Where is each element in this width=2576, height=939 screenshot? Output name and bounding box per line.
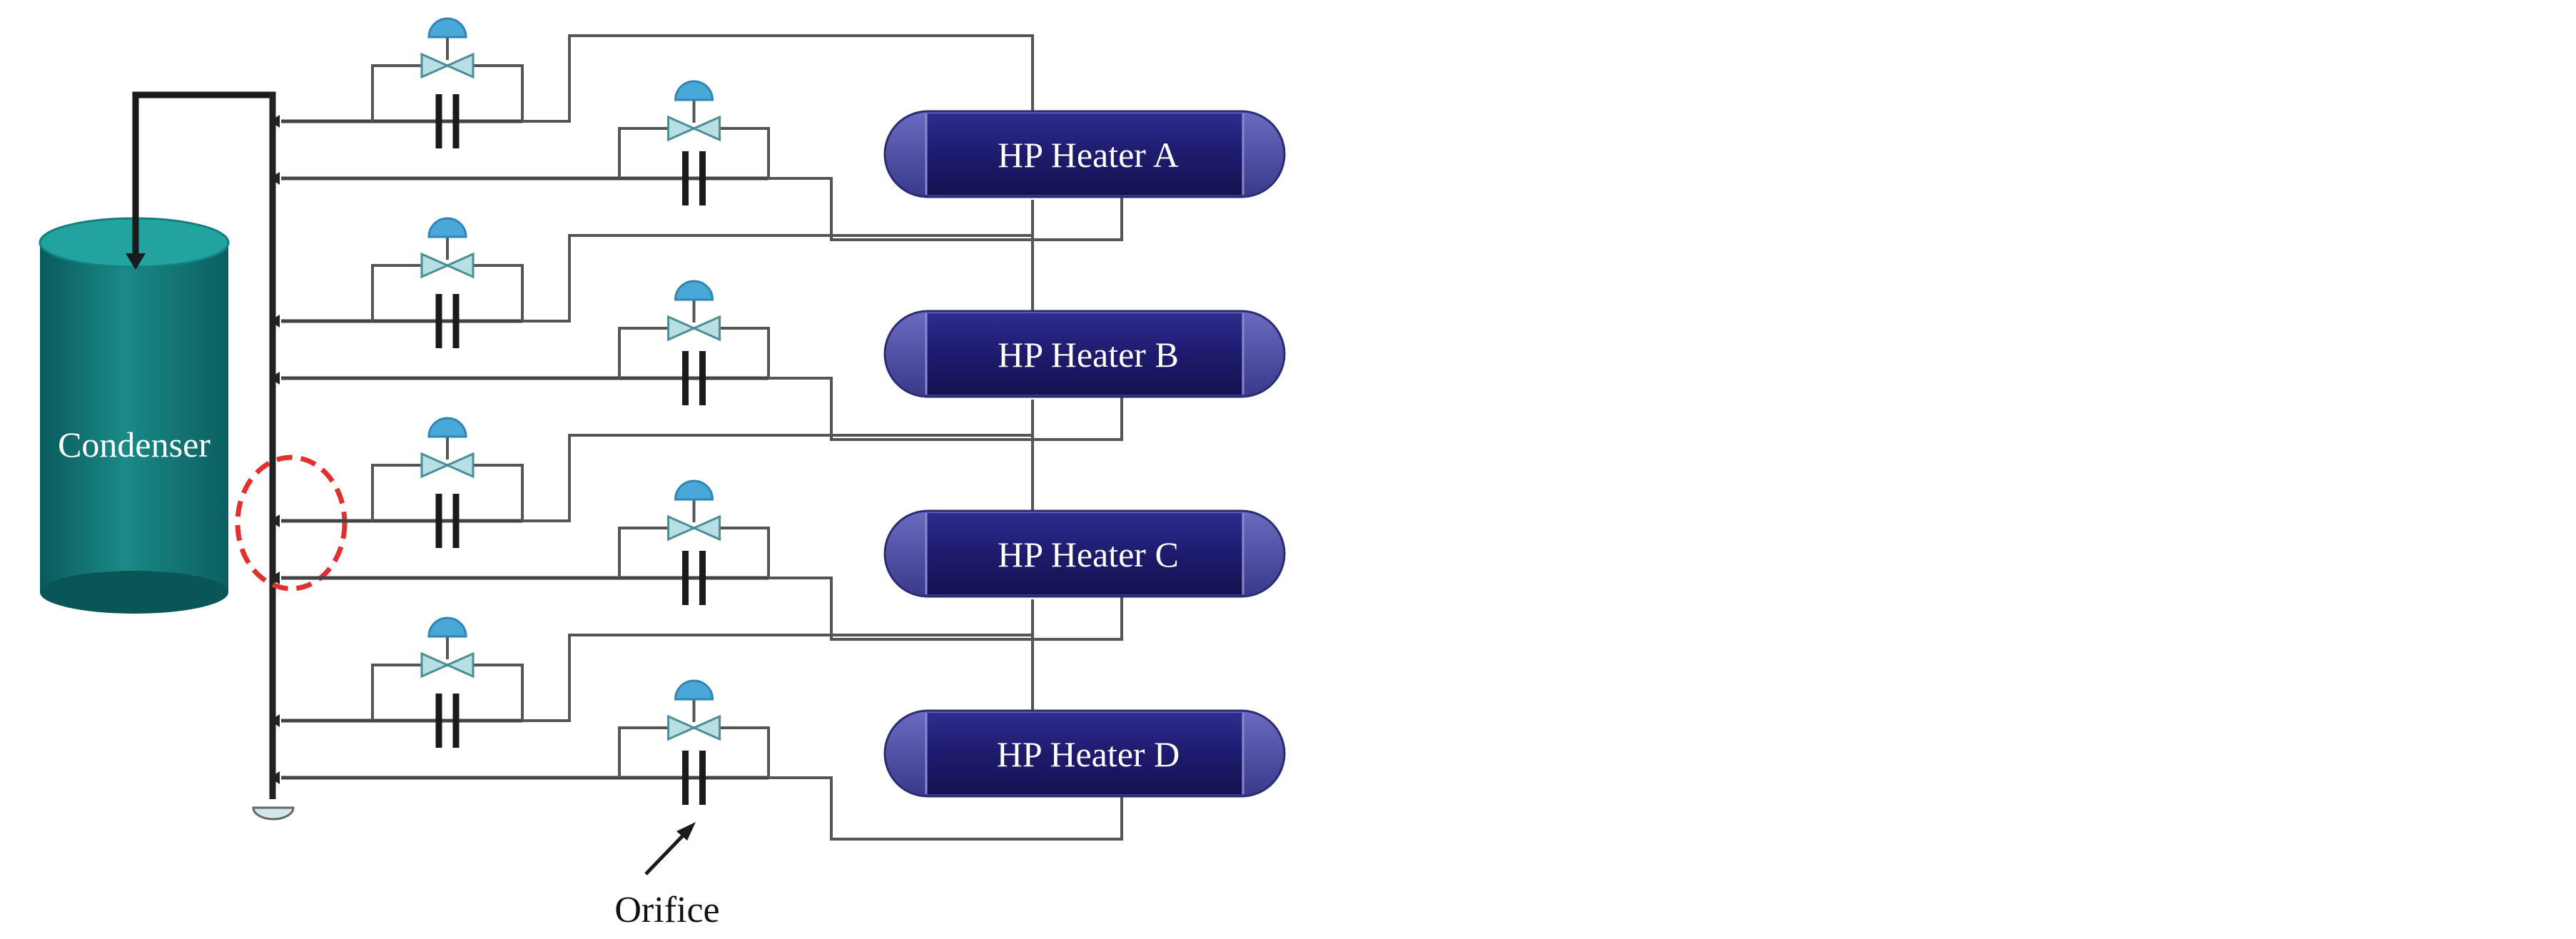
valve-actuator — [427, 417, 467, 438]
upper-connection-pipe — [522, 234, 1034, 323]
bypass-loop — [371, 264, 524, 321]
heater-body — [926, 513, 1243, 594]
valve-body-left — [420, 651, 450, 679]
heater-body — [926, 113, 1243, 195]
condenser-bottom — [40, 571, 228, 614]
lower-connection-pipe — [769, 377, 1123, 441]
heater-drain-group: HP Heater A — [270, 17, 1286, 241]
valve-body-right — [445, 452, 475, 479]
valve-body-right — [691, 714, 721, 741]
valve-actuator — [427, 17, 467, 39]
valve-body-right — [445, 252, 475, 279]
valve-body-left — [420, 52, 450, 79]
arrow-icon — [270, 771, 280, 784]
arrow-icon — [270, 372, 280, 385]
lower-connection-pipe — [769, 577, 1123, 641]
valve-body-right — [691, 315, 721, 342]
condenser-label: Condenser — [58, 425, 211, 465]
control-valve-icon — [420, 217, 475, 279]
arrow-icon — [270, 714, 280, 727]
highlight-circle — [235, 455, 348, 592]
valve-body-right — [691, 115, 721, 142]
valve-actuator — [427, 616, 467, 638]
control-valve-icon — [667, 280, 721, 342]
orifice-plate-icon — [682, 751, 706, 805]
heater-label: HP Heater A — [998, 135, 1179, 175]
bypass-loop — [618, 726, 770, 778]
lower-connection-pipe — [769, 177, 1123, 241]
control-valve-icon — [667, 679, 721, 741]
valve-actuator — [674, 280, 714, 301]
heater-body — [926, 313, 1243, 395]
valve-body-left — [667, 514, 697, 542]
valve-body-left — [667, 315, 697, 342]
orifice-plate-icon — [435, 294, 460, 348]
valve-actuator — [674, 679, 714, 701]
hp-heater: HP Heater B — [883, 310, 1286, 398]
header-drain-cap — [252, 806, 295, 821]
orifice-label: Orifice — [614, 890, 719, 930]
arrow-icon — [270, 572, 280, 584]
valve-body-right — [691, 514, 721, 542]
orifice-plate-icon — [435, 494, 460, 548]
valve-body-left — [667, 714, 697, 741]
control-valve-icon — [420, 417, 475, 479]
orifice-plate-icon — [435, 694, 460, 748]
lower-connection-pipe — [769, 776, 1123, 841]
control-valve-icon — [667, 80, 721, 142]
valve-body-left — [667, 115, 697, 142]
valve-body-right — [445, 52, 475, 79]
bypass-loop — [618, 527, 770, 578]
valve-body-right — [445, 651, 475, 679]
heater-body — [926, 713, 1243, 794]
orifice-plate-icon — [435, 94, 460, 148]
hp-heater: HP Heater A — [883, 110, 1286, 198]
heater-label: HP Heater D — [997, 734, 1180, 774]
valve-actuator — [674, 479, 714, 501]
bypass-loop — [371, 464, 524, 521]
arrow-icon — [270, 115, 280, 128]
hp-heater: HP Heater C — [883, 509, 1286, 598]
bypass-loop — [371, 64, 524, 121]
condenser: Condenser — [39, 217, 230, 614]
valve-actuator — [674, 80, 714, 101]
heater-drain-group: HP Heater C — [270, 400, 1286, 641]
upper-connection-pipe — [522, 434, 1034, 522]
control-valve-icon — [420, 17, 475, 79]
hp-heater: HP Heater D — [883, 709, 1286, 798]
bypass-loop — [618, 127, 770, 178]
upper-connection-pipe — [522, 34, 1034, 123]
upper-connection-pipe — [522, 634, 1034, 722]
control-valve-icon — [420, 616, 475, 679]
callout-line — [644, 832, 686, 875]
orifice-callout: Orifice — [614, 822, 720, 930]
orifice-plate-icon — [682, 151, 706, 205]
heater-drain-group: HP Heater D — [270, 599, 1286, 841]
arrow-icon — [270, 514, 280, 527]
orifice-plate-icon — [682, 351, 706, 405]
heater-groups: HP Heater A HP Heater B HP Heater C HP Heat… — [270, 17, 1286, 841]
heater-label: HP Heater C — [998, 534, 1179, 574]
valve-body-left — [420, 252, 450, 279]
arrow-icon — [270, 315, 280, 328]
arrow-icon — [126, 253, 146, 270]
valve-body-left — [420, 452, 450, 479]
arrow-icon — [270, 172, 280, 185]
heater-drain-group: HP Heater B — [270, 200, 1286, 441]
condenser-body — [40, 243, 228, 592]
orifice-plate-icon — [682, 551, 706, 605]
valve-actuator — [427, 217, 467, 238]
control-valve-icon — [667, 479, 721, 542]
heater-label: HP Heater B — [998, 335, 1179, 375]
arrow-icon — [676, 822, 696, 841]
bypass-loop — [618, 327, 770, 378]
bypass-loop — [371, 664, 524, 721]
